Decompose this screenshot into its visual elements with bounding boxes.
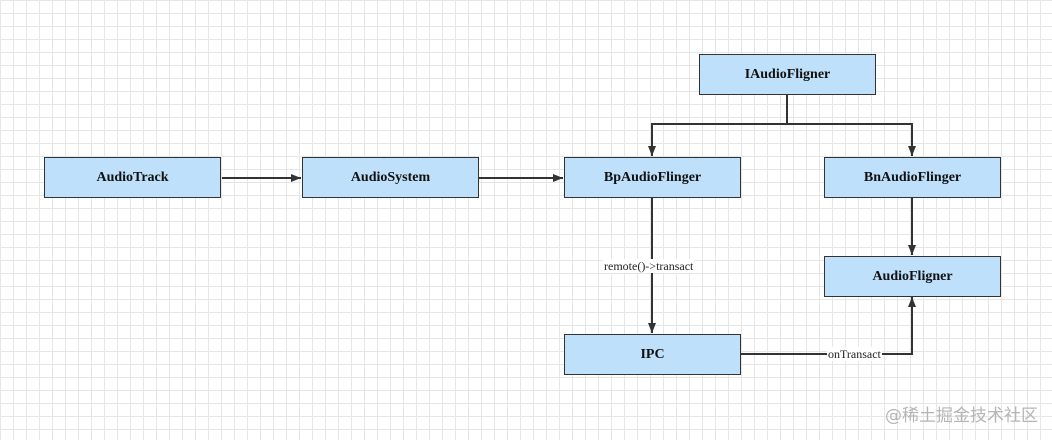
node-audiotrack-label: AudioTrack [96, 169, 169, 185]
node-bnaudioflinger-label: BnAudioFlinger [863, 169, 962, 185]
node-iaudiofligner[interactable]: IAudioFligner [699, 54, 876, 95]
node-ipc[interactable]: IPC [564, 334, 741, 375]
node-bpaudioflinger-label: BpAudioFlinger [603, 169, 702, 185]
node-iaudiofligner-label: IAudioFligner [744, 66, 831, 82]
node-ipc-label: IPC [640, 346, 665, 362]
edge-ipc-to-audiofligner [741, 297, 916, 355]
node-audiotrack[interactable]: AudioTrack [44, 157, 221, 198]
node-audiofligner[interactable]: AudioFligner [824, 256, 1001, 297]
node-bnaudioflinger[interactable]: BnAudioFlinger [824, 157, 1001, 198]
edge-label-on-transact: onTransact [827, 347, 882, 361]
node-bpaudioflinger[interactable]: BpAudioFlinger [564, 157, 741, 198]
node-audiosystem-label: AudioSystem [350, 169, 431, 185]
node-audiofligner-label: AudioFligner [872, 268, 953, 284]
edge-label-remote-transact: remote()->transact [603, 259, 695, 273]
node-audiosystem[interactable]: AudioSystem [302, 157, 479, 198]
watermark: @稀土掘金技术社区 [885, 406, 1038, 426]
